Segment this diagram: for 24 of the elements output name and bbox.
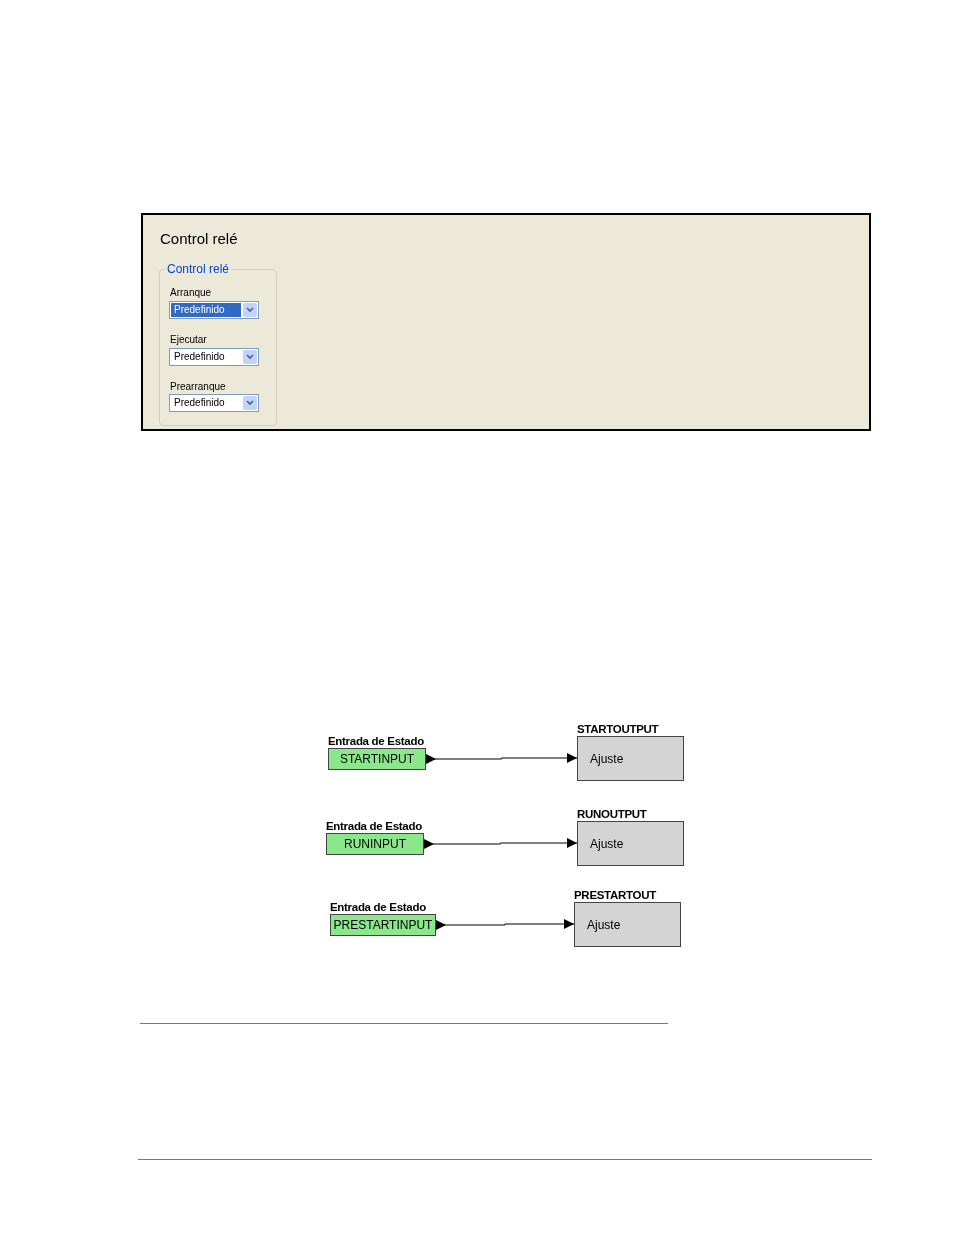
output-block: Ajuste xyxy=(574,902,681,947)
group-legend: Control relé xyxy=(165,262,232,276)
dropdown-select: Predefinido xyxy=(169,348,259,366)
output-block: Ajuste xyxy=(577,821,684,866)
output-block: Ajuste xyxy=(577,736,684,781)
dialog-panel xyxy=(141,213,871,431)
node-heading: Entrada de Estado xyxy=(328,735,425,748)
panel-title: Control relé xyxy=(160,230,238,247)
field-label: Prearranque xyxy=(170,381,226,392)
dropdown-select: Predefinido xyxy=(169,301,259,319)
node-heading: STARTOUTPUT xyxy=(577,723,660,736)
field-label: Ejecutar xyxy=(170,334,207,345)
node-heading: Entrada de Estado xyxy=(330,901,427,914)
connector-arrow xyxy=(435,919,575,930)
node-heading: RUNOUTPUT xyxy=(577,808,648,821)
input-block: STARTINPUT xyxy=(328,748,426,770)
dropdown-select: Predefinido xyxy=(169,394,259,412)
connector-arrow xyxy=(425,753,578,764)
node-heading: Entrada de Estado xyxy=(326,820,423,833)
input-block: PRESTARTINPUT xyxy=(330,914,436,936)
field-label: Arranque xyxy=(170,287,212,298)
connector-arrow xyxy=(423,838,578,849)
node-heading: PRESTARTOUT xyxy=(574,889,658,902)
input-block: RUNINPUT xyxy=(326,833,424,855)
